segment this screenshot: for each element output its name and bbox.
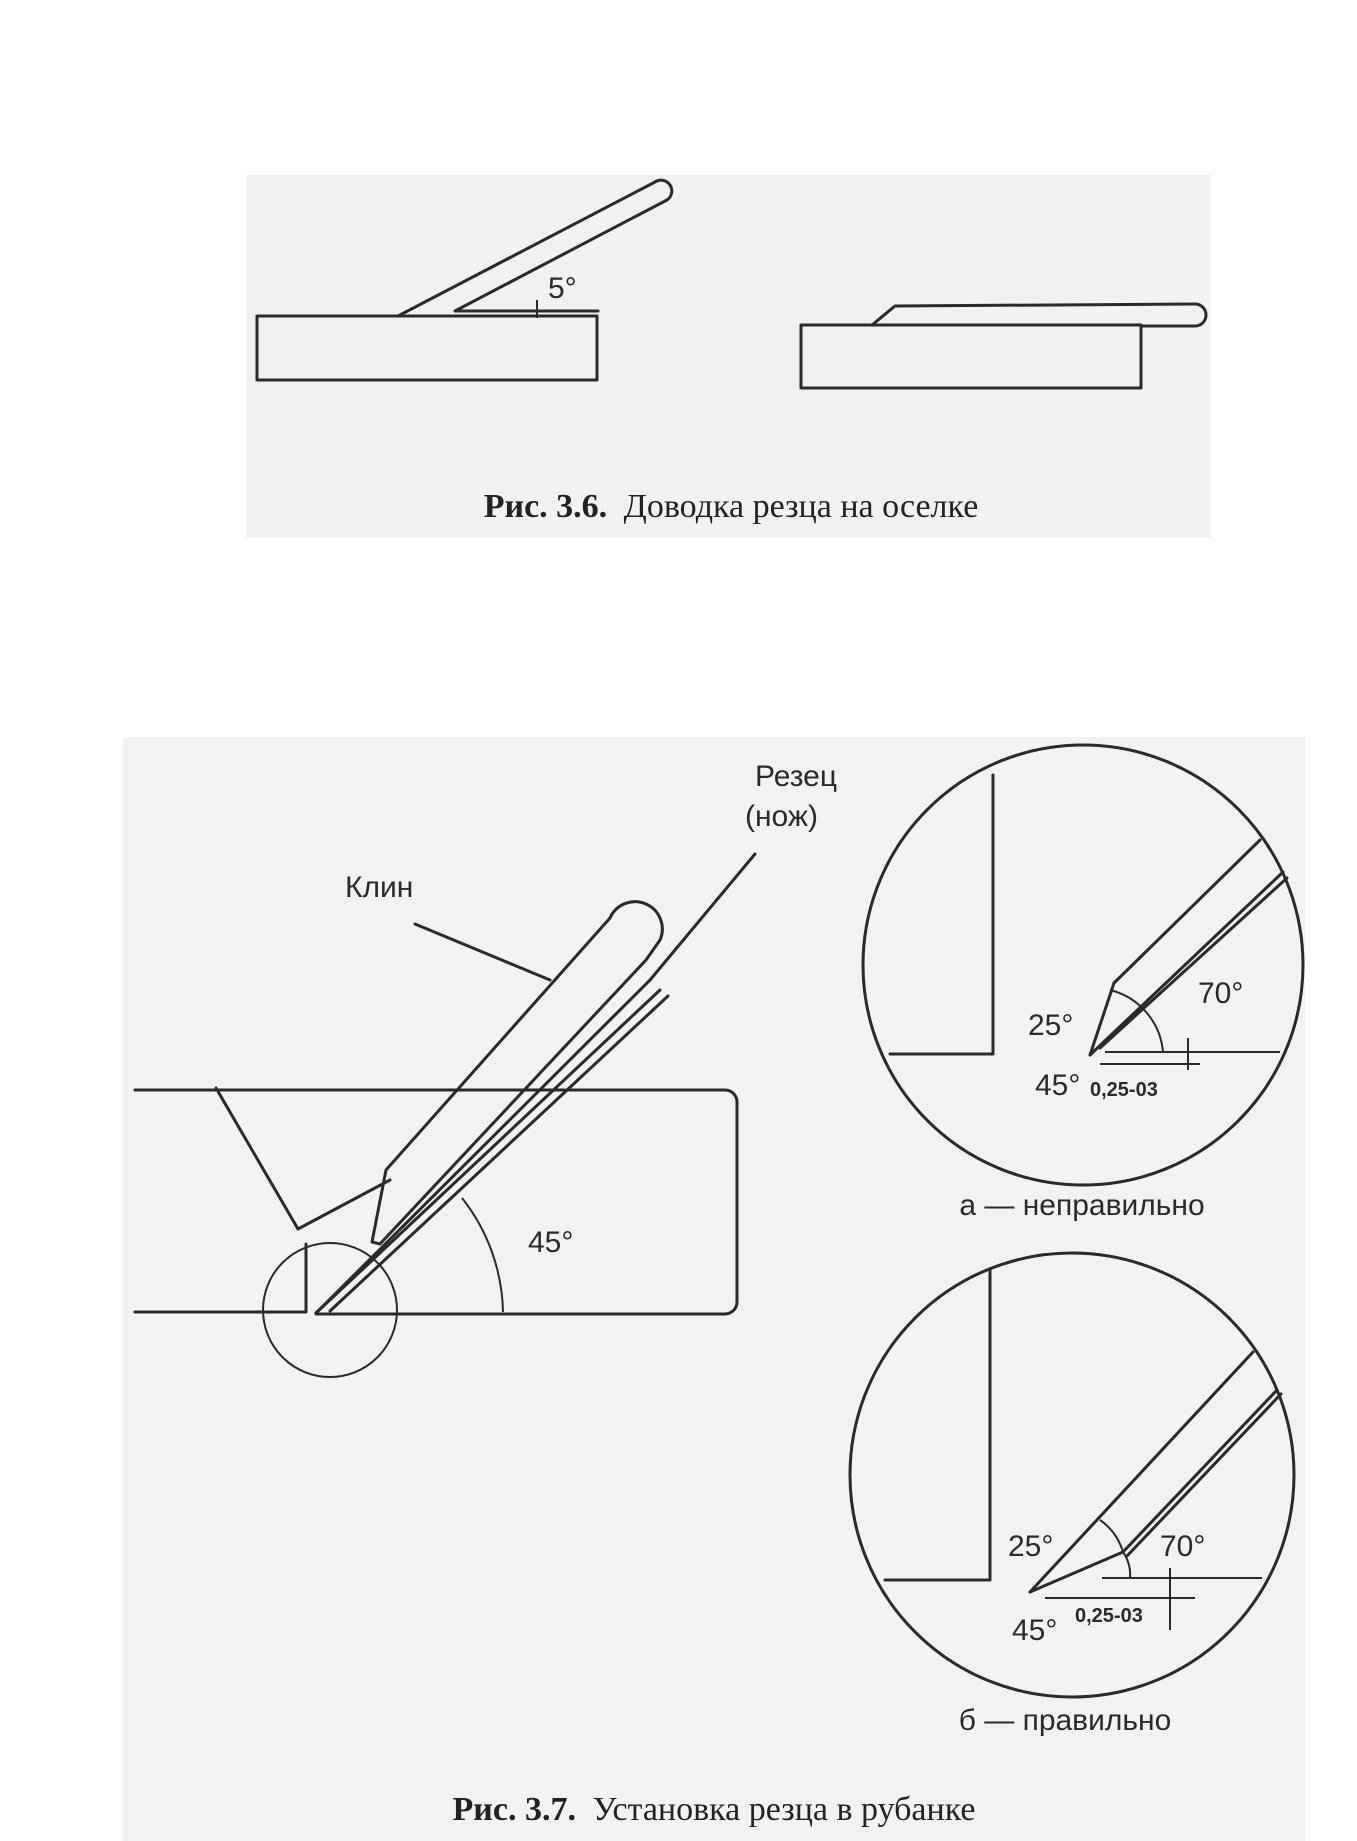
caption-3-6: Рис. 3.6. Доводка резца на оселке	[484, 488, 979, 525]
cutter-leader	[648, 852, 757, 982]
blade-angled	[396, 178, 674, 318]
label-wedge: Клин	[345, 871, 413, 904]
whetstone-right	[799, 323, 1143, 390]
detail-a: 70° 25° 45° 0,25-03 а — неправильно	[861, 743, 1305, 1222]
caption-3-7-number: Рис. 3.7.	[453, 1791, 576, 1828]
wedge	[370, 900, 664, 1246]
detail-a-blade-top	[1088, 838, 1262, 1057]
detail-a-arc	[1109, 989, 1164, 1053]
detail-a-blade-bottom	[1088, 870, 1289, 1057]
blade-flat	[870, 302, 1208, 328]
detail-b-angle-25: 25°	[1008, 1530, 1053, 1563]
detail-a-circle	[861, 743, 1305, 1187]
blade-edge-1	[314, 978, 652, 1315]
scan-background-top	[246, 175, 1211, 538]
caption-3-6-number: Рис. 3.6.	[484, 488, 607, 525]
label-angle-45: 45°	[528, 1226, 573, 1259]
caption-3-7-text: Установка резца в рубанке	[592, 1791, 975, 1828]
detail-b-angle-70: 70°	[1160, 1530, 1205, 1563]
plane-sole-left	[133, 1242, 308, 1314]
figure-3-6: 5° Рис. 3.6. Доводка резца на оселке	[255, 178, 1208, 525]
detail-b-caption: б — правильно	[959, 1704, 1172, 1737]
label-cutter: Резец	[755, 760, 837, 793]
detail-a-angle-70: 70°	[1198, 977, 1243, 1010]
detail-a-baseline	[1100, 1038, 1280, 1070]
blade-edge-3	[328, 994, 670, 1313]
whetstone-left	[255, 314, 599, 382]
detail-b-body	[883, 1268, 992, 1582]
caption-3-6-text: Доводка резца на оселке	[624, 488, 979, 525]
plane-body	[133, 1088, 739, 1316]
detail-a-angle-45: 45°	[1035, 1069, 1080, 1102]
detail-b-arc	[1099, 1519, 1132, 1579]
blade-edge-2	[314, 988, 662, 1315]
detail-b-baseline	[1045, 1568, 1262, 1630]
detail-a-caption: а — неправильно	[959, 1189, 1204, 1222]
detail-circle	[262, 1242, 398, 1378]
detail-a-gap: 0,25-03	[1090, 1079, 1158, 1101]
figure-3-7-main: Резец (нож) Клин 45°	[133, 760, 837, 1378]
throat-outline	[214, 1086, 392, 1231]
caption-3-7: Рис. 3.7. Установка резца в рубанке	[453, 1791, 976, 1828]
wedge-leader	[413, 922, 552, 982]
detail-b-gap: 0,25-03	[1075, 1605, 1143, 1627]
scan-background-bottom	[123, 737, 1305, 1841]
detail-b-angle-45: 45°	[1012, 1614, 1057, 1647]
label-cutter-alt: (нож)	[745, 800, 818, 833]
detail-a-angle-25: 25°	[1028, 1009, 1073, 1042]
detail-b-blade-top	[1028, 1350, 1255, 1594]
detail-a-body	[888, 773, 995, 1056]
detail-b-circle	[848, 1251, 1296, 1699]
angle-label-5: 5°	[548, 272, 577, 305]
detail-b: 25° 70° 45° 0,25-03 б — правильно	[848, 1251, 1296, 1737]
angle-arc-45	[461, 1197, 504, 1313]
